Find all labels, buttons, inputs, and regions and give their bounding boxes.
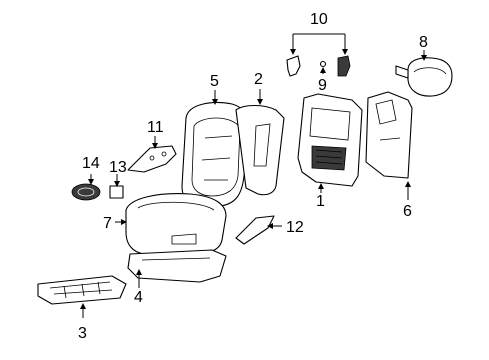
leader-lines [80,33,427,318]
part-13-clip [109,185,124,199]
part-1-seat-back-frame [297,93,363,187]
part-8-headrest [395,57,453,97]
callout-6: 6 [403,203,412,220]
callout-13: 13 [109,159,127,176]
part-9-fastener [319,60,327,68]
callout-4: 4 [134,289,143,306]
callout-14: 14 [82,155,100,172]
callout-11: 11 [147,119,164,136]
part-7-seat-cushion [125,193,227,255]
callout-8: 8 [419,34,428,51]
callout-3: 3 [78,325,87,342]
part-6-rear-panel [365,91,413,179]
part-12-side-trim [235,215,275,245]
callout-labels: 1 2 3 4 5 6 7 8 9 10 11 12 13 14 [78,11,428,342]
part-4-cushion-frame [127,249,227,283]
part-14-switch [71,183,101,201]
callout-2: 2 [254,71,263,88]
callout-1: 1 [316,193,325,210]
part-10-brackets [286,55,351,77]
callout-5: 5 [210,73,219,90]
callout-10: 10 [310,11,328,28]
part-3-seat-track [37,275,127,305]
part-2-seat-back-panel [235,104,285,196]
callout-9: 9 [318,77,327,94]
callout-7: 7 [103,215,112,232]
part-11-side-bracket [127,145,177,173]
callout-12: 12 [286,219,304,236]
